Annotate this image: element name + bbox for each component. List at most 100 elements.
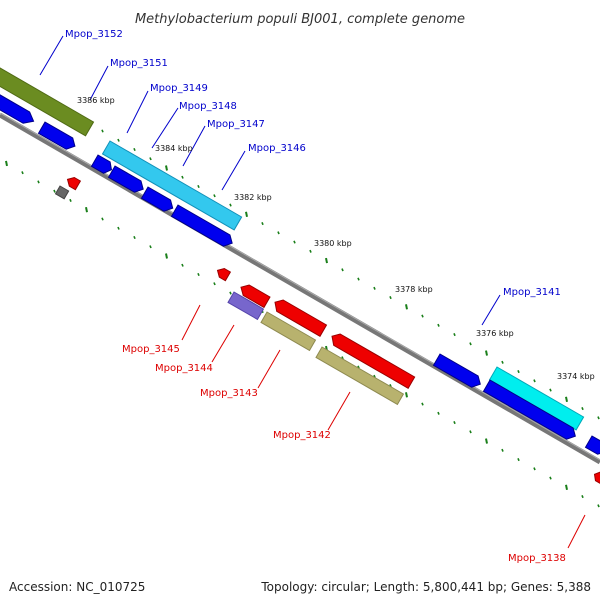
minor-tick — [149, 157, 152, 161]
minor-tick — [421, 314, 424, 318]
rrna-feature[interactable] — [0, 67, 95, 137]
gene-label[interactable]: Mpop_3145 — [122, 344, 180, 355]
minor-tick — [149, 245, 152, 249]
minor-tick — [581, 407, 584, 411]
forward-gene-arrow[interactable] — [482, 379, 579, 442]
leader-line — [181, 304, 201, 341]
cds-feature[interactable] — [101, 140, 243, 231]
minor-tick — [101, 129, 104, 133]
major-tick — [485, 438, 488, 444]
major-tick — [325, 257, 328, 264]
misc-feature[interactable] — [315, 346, 405, 406]
minor-tick — [181, 175, 184, 179]
reverse-gene-arrow[interactable] — [215, 266, 232, 282]
forward-gene-arrow[interactable] — [170, 204, 236, 249]
forward-gene-arrow[interactable] — [584, 435, 600, 457]
forward-gene-arrow[interactable] — [90, 154, 115, 176]
minor-tick — [421, 402, 424, 406]
scale-label: 3376 kbp — [476, 329, 514, 338]
reverse-strand-features — [54, 175, 600, 485]
minor-tick — [501, 360, 504, 364]
minor-tick — [453, 333, 456, 337]
gene-label[interactable]: Mpop_3141 — [503, 287, 561, 298]
forward-gene-arrow[interactable] — [107, 165, 147, 195]
topology-summary: Topology: circular; Length: 5,800,441 bp… — [261, 580, 591, 594]
minor-tick — [533, 467, 536, 471]
major-tick — [565, 484, 568, 491]
major-tick — [165, 253, 168, 259]
minor-tick — [229, 203, 232, 207]
gene-label[interactable]: Mpop_3146 — [248, 143, 306, 154]
gene-label[interactable]: Mpop_3144 — [155, 363, 213, 374]
minor-tick — [517, 458, 520, 462]
gene-label[interactable]: Mpop_3138 — [508, 553, 566, 564]
minor-tick — [549, 388, 552, 392]
major-tick — [165, 165, 168, 171]
minor-tick — [213, 282, 216, 286]
minor-tick — [533, 379, 536, 383]
gene-label[interactable]: Mpop_3149 — [150, 83, 208, 94]
minor-tick — [53, 189, 56, 193]
leader-line — [151, 107, 179, 149]
minor-tick — [133, 235, 136, 240]
major-tick — [565, 396, 568, 403]
minor-tick — [549, 476, 552, 480]
minor-tick — [261, 221, 264, 226]
minor-tick — [197, 272, 200, 277]
minor-tick — [69, 198, 72, 203]
forward-strand-features — [0, 67, 600, 457]
leader-line — [182, 125, 206, 167]
scale-label: 3378 kbp — [395, 285, 433, 294]
leader-line — [221, 150, 246, 191]
major-tick — [485, 350, 488, 356]
minor-tick — [213, 194, 216, 198]
minor-tick — [277, 231, 280, 235]
forward-gene-arrow[interactable] — [140, 186, 176, 214]
gene-label[interactable]: Mpop_3143 — [200, 388, 258, 399]
accession-text: Accession: NC_010725 — [9, 580, 146, 594]
major-tick — [405, 392, 408, 398]
forward-gene-arrow[interactable] — [0, 91, 37, 127]
minor-tick — [197, 184, 200, 189]
gene-label[interactable]: Mpop_3152 — [65, 29, 123, 40]
minor-tick — [357, 277, 360, 281]
scale-label: 3384 kbp — [155, 144, 193, 153]
minor-tick — [581, 495, 584, 499]
scale-label: 3380 kbp — [314, 239, 352, 248]
gene-label[interactable]: Mpop_3142 — [273, 430, 331, 441]
minor-tick — [229, 291, 232, 295]
minor-tick — [469, 342, 472, 346]
pseudogene-feature[interactable] — [54, 185, 70, 200]
forward-gene-arrow[interactable] — [432, 353, 484, 390]
minor-tick — [437, 323, 440, 327]
reverse-gene-arrow[interactable] — [592, 470, 600, 485]
reverse-gene-labels: Mpop_3145 Mpop_3144 Mpop_3143 Mpop_3142 … — [122, 344, 566, 564]
reverse-gene-arrow[interactable] — [272, 297, 328, 337]
minor-tick — [293, 240, 296, 244]
forward-gene-arrow[interactable] — [37, 121, 78, 152]
leader-line — [257, 349, 281, 389]
minor-tick — [21, 171, 24, 175]
leader-line — [126, 90, 149, 134]
leader-line — [89, 65, 109, 101]
minor-tick — [597, 504, 600, 508]
minor-tick — [453, 421, 456, 425]
gene-label[interactable]: Mpop_3147 — [207, 119, 265, 130]
reverse-gene-arrow[interactable] — [329, 331, 416, 389]
leader-line — [327, 391, 351, 431]
scale-label: 3386 kbp — [77, 96, 115, 105]
reverse-gene-arrow[interactable] — [65, 175, 82, 191]
cds-feature[interactable] — [488, 366, 585, 431]
reverse-gene-arrow[interactable] — [238, 282, 271, 309]
misc-feature[interactable] — [260, 311, 317, 352]
minor-tick — [597, 416, 600, 420]
gene-label[interactable]: Mpop_3148 — [179, 101, 237, 112]
leader-line — [211, 324, 235, 363]
major-tick — [5, 160, 8, 167]
gene-label[interactable]: Mpop_3151 — [110, 58, 168, 69]
minor-tick — [437, 411, 440, 415]
scale-labels: 3386 kbp 3384 kbp 3382 kbp 3380 kbp 3378… — [77, 96, 595, 381]
misc-feature[interactable] — [227, 291, 265, 321]
major-tick — [85, 207, 88, 213]
